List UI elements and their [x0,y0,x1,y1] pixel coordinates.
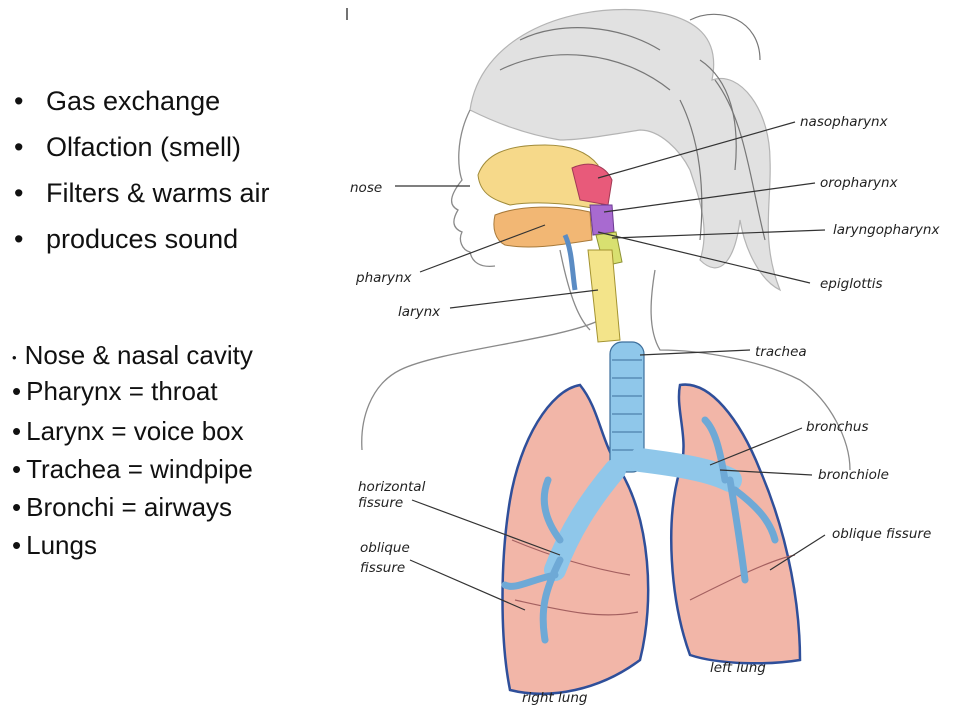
leader-larynx [449,289,599,309]
bullet: • [12,349,17,365]
leader-bronchus [709,427,803,466]
list-item: •Lungs [12,530,97,561]
leader-nasopharynx [597,121,796,179]
bullet: • [14,86,24,116]
label-right-lung: right lung [522,690,588,706]
label-larynx: larynx [398,304,441,320]
list-item: • produces sound [14,224,238,255]
label-pharynx: pharynx [355,270,412,286]
function-text: Olfaction (smell) [46,132,242,162]
bullet: • [12,454,22,484]
label-nasopharynx: nasopharynx [800,114,889,130]
leader-laryngopharynx [611,229,826,239]
nasopharynx [571,163,613,206]
leader-horizontal-fissure [411,499,561,556]
list-item: •Larynx = voice box [12,416,244,447]
right-oblique-fissure [514,599,639,616]
hair-drawing [469,8,782,292]
label-horizontal-fissure-line2: fissure [358,495,403,511]
label-left-lung: left lung [710,660,766,676]
label-bronchiole: bronchiole [818,467,889,483]
label-oblique-fissure-right-line2: fissure [360,560,405,576]
list-item: •Bronchi = airways [12,492,232,523]
leader-pharynx [419,224,546,273]
function-text: Gas exchange [46,86,221,116]
structure-text: Pharynx = throat [26,376,218,406]
leader-bronchiole [719,469,813,476]
function-text: produces sound [46,224,239,254]
list-item: • Olfaction (smell) [14,132,241,163]
bronchiole-branches-left [701,416,779,584]
bronchiole-branches-right [501,476,564,644]
label-oropharynx: oropharynx [820,175,899,191]
oropharynx [589,204,615,236]
leader-epiglottis [597,231,811,284]
bullet: • [12,492,22,522]
structure-text: Lungs [26,530,97,560]
oral-cavity [493,206,593,248]
body-outline [361,109,851,471]
airway [562,233,578,291]
trachea [609,341,645,473]
label-nose: nose [350,180,382,196]
leader-oblique-fissure-right [409,559,526,611]
leader-trachea [639,349,751,356]
right-horizontal-fissure [511,539,631,576]
label-trachea: trachea [755,344,807,360]
list-item: •Pharynx = throat [12,376,218,407]
leader-oropharynx [603,182,816,213]
structure-text: Bronchi = airways [26,492,233,522]
list-item: • Gas exchange [14,86,220,117]
leader-lines [395,121,826,611]
label-epiglottis: epiglottis [820,276,883,292]
label-laryngopharynx: laryngopharynx [833,222,940,238]
bullet: • [12,376,22,406]
list-item: • Nose & nasal cavity [12,340,253,371]
bullet: • [12,416,22,446]
left-oblique-fissure [689,554,796,601]
leader-oblique-fissure-left [769,534,826,571]
bullet: • [12,530,22,560]
label-oblique-fissure-left: oblique fissure [832,526,931,542]
structure-text: Nose & nasal cavity [24,340,253,370]
structure-text: Trachea = windpipe [26,454,253,484]
bullet: • [14,132,24,162]
larynx [587,249,621,343]
bullet: • [14,178,24,208]
structure-text: Larynx = voice box [26,416,244,446]
label-oblique-fissure-right-line1: oblique [360,540,410,556]
function-text: Filters & warms air [46,178,270,208]
label-bronchus: bronchus [806,419,869,435]
list-item: • Filters & warms air [14,178,270,209]
bullet: • [14,224,24,254]
list-item: •Trachea = windpipe [12,454,253,485]
label-horizontal-fissure-line1: horizontal [358,479,426,495]
